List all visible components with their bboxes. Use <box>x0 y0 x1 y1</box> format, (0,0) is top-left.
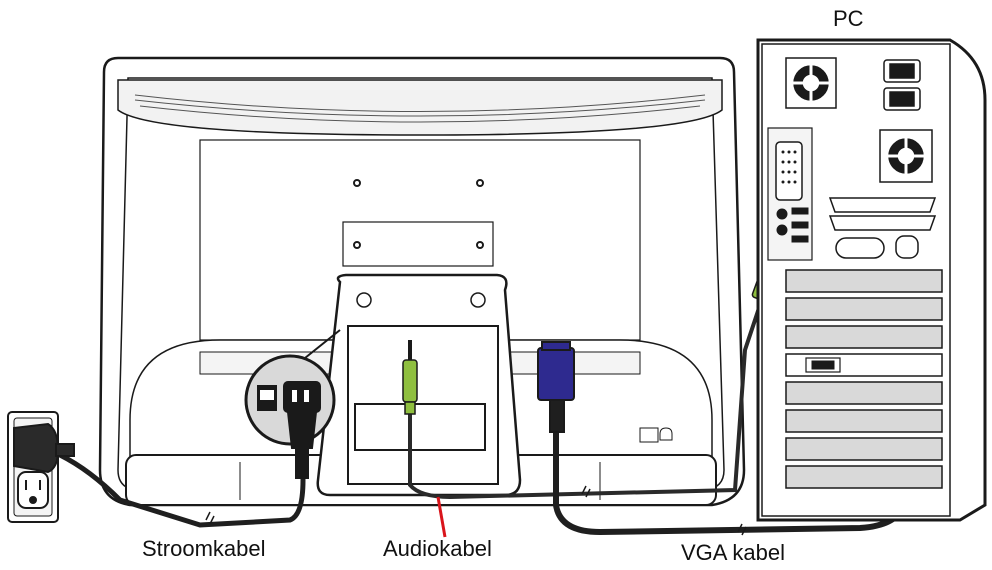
fan-icon <box>785 57 837 109</box>
power-inlet-detail <box>244 329 341 479</box>
power-socket-icon <box>883 59 921 111</box>
fan-icon <box>879 129 933 183</box>
cable-break-marks <box>205 485 747 536</box>
audio-leader-line <box>436 496 447 538</box>
pc-label: PC <box>833 6 864 31</box>
power-plug-icon <box>13 422 75 474</box>
audio-jack-icon <box>402 359 418 415</box>
monitor-stand <box>316 273 522 497</box>
vga-cable-label: VGA kabel <box>681 540 785 565</box>
vent-grille <box>134 94 706 123</box>
vga-connector-icon <box>537 341 575 433</box>
power-cable-label: Stroomkabel <box>142 536 266 561</box>
power-cable <box>58 448 306 528</box>
audio-cable <box>408 259 777 500</box>
pc-tower <box>756 38 987 522</box>
audio-cable-label: Audiokabel <box>383 536 492 561</box>
